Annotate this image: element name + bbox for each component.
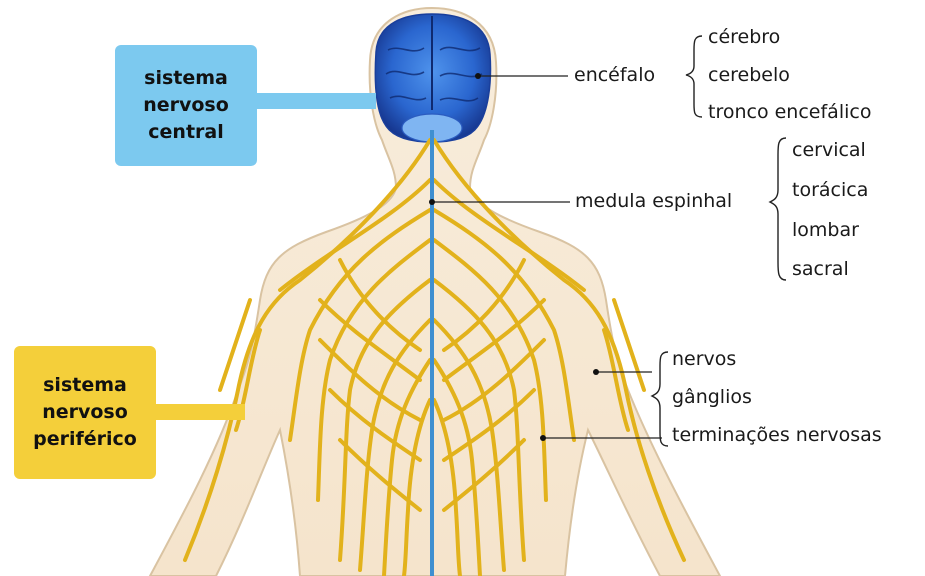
brain (375, 14, 490, 142)
central-box-line1: sistema (143, 65, 229, 92)
encefalo-part-cerebelo: cerebelo (708, 64, 790, 86)
peripheral-box-line2: nervoso (33, 399, 137, 426)
medula-label: medula espinhal (575, 190, 732, 212)
peripheral-box-line3: periférico (33, 426, 137, 453)
medula-part-toracica: torácica (792, 179, 868, 201)
central-box-connector (256, 93, 376, 109)
peripheral-box-connector (155, 404, 245, 420)
medula-part-cervical: cervical (792, 139, 866, 161)
peripheral-part-ganglios: gânglios (672, 386, 752, 408)
peripheral-part-terminacoes: terminações nervosas (672, 424, 882, 446)
braces (652, 36, 786, 446)
central-box-line2: nervoso (143, 92, 229, 119)
medula-part-sacral: sacral (792, 258, 849, 280)
encefalo-part-cerebro: cérebro (708, 26, 780, 48)
encefalo-part-tronco: tronco encefálico (708, 101, 871, 123)
central-box-line3: central (143, 119, 229, 146)
peripheral-part-nervos: nervos (672, 348, 736, 370)
peripheral-nervous-system-box: sistema nervoso periférico (14, 346, 156, 479)
central-nervous-system-box: sistema nervoso central (115, 45, 257, 166)
peripheral-box-line1: sistema (33, 372, 137, 399)
medula-part-lombar: lombar (792, 219, 859, 241)
encefalo-label: encéfalo (574, 64, 655, 86)
